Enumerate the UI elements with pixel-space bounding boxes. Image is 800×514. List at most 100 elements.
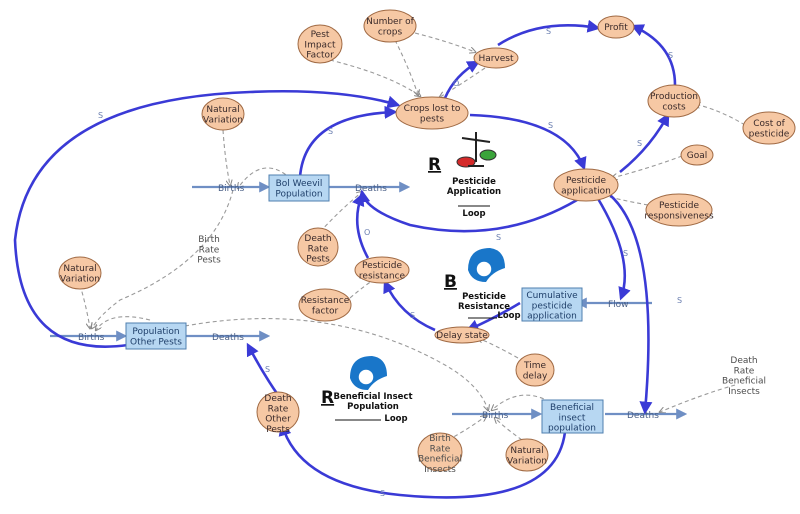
conn-application-deaths-bw <box>357 189 578 233</box>
polarity-op-crops-lost: S <box>98 111 103 120</box>
causal-connectors <box>13 19 677 499</box>
conn-death-rate-op-deaths <box>246 342 280 396</box>
link-bi-to-births <box>492 394 551 410</box>
var-goal[interactable]: Goal <box>680 144 714 166</box>
ball-icon <box>468 248 505 282</box>
flow-births-op: Births <box>78 333 105 343</box>
polarity-application-deaths-bi: S <box>677 296 682 305</box>
flow-pipes <box>50 181 688 420</box>
conn-crops-lost-application <box>469 113 587 171</box>
svg-text:B: B <box>444 272 457 292</box>
polarity-death-rate-op-deaths: S <box>265 365 270 374</box>
flow-deaths-bi: Deaths <box>627 411 659 421</box>
link-death-rate-bi <box>660 384 736 412</box>
link-goal-to-application <box>612 155 683 178</box>
conn-application-deaths-bi <box>609 194 653 415</box>
polarity-production-profit: S <box>668 51 673 60</box>
conn-production-profit <box>630 24 677 86</box>
polarity-bi-death-rate-op: S <box>380 489 385 498</box>
link-natvar-to-births-op <box>79 284 90 328</box>
conn-application-production <box>619 112 670 174</box>
link-resistance-factor <box>349 277 378 299</box>
flow-births-bi: Births <box>482 411 509 421</box>
link-op-to-births-bi <box>184 318 488 410</box>
svg-text:R: R <box>321 388 334 408</box>
svg-text:Goal: Goal <box>687 151 708 161</box>
polarity-delay-resistance: S <box>410 311 415 320</box>
polarity-application-flow: S <box>623 249 628 258</box>
link-crops-to-harvest <box>414 32 475 52</box>
link-birth-rate-bi <box>447 416 486 441</box>
flow-cp: Flow <box>608 300 629 310</box>
var-harvest[interactable]: Harvest <box>473 47 519 69</box>
polarity-crops-lost-harvest: O <box>453 79 459 88</box>
link-cost-to-production <box>695 104 746 126</box>
svg-text:Harvest: Harvest <box>478 54 514 64</box>
var-delay-state[interactable]: Delay state <box>434 326 490 344</box>
polarity-resistance-deaths-bw: O <box>364 228 370 237</box>
conn-resistance-deaths-bw <box>352 192 370 259</box>
flow-deaths-op: Deaths <box>212 333 244 343</box>
svg-text:Loop: Loop <box>497 311 520 321</box>
conn-bw-crops-lost <box>298 105 398 178</box>
conn-delay-resistance <box>383 279 436 332</box>
polarity-application-deaths-bw: S <box>496 233 501 242</box>
flow-labels: Births Deaths Births Deaths Flow Births … <box>78 184 659 421</box>
link-crops-to-crops-lost <box>394 39 418 95</box>
link-pest-impact-to-crops-lost <box>329 59 420 96</box>
link-natvar-bi <box>495 418 523 441</box>
link-time-delay <box>478 338 519 359</box>
polarity-markers: S O S S S S S S S S S O S S <box>98 27 682 498</box>
var-profit[interactable]: Profit <box>597 15 635 39</box>
ball-icon <box>350 356 387 390</box>
flow-births-bw: Births <box>218 184 245 194</box>
polarity-application-production: S <box>637 139 642 148</box>
link-death-rate-to-deaths-bw <box>319 192 362 233</box>
